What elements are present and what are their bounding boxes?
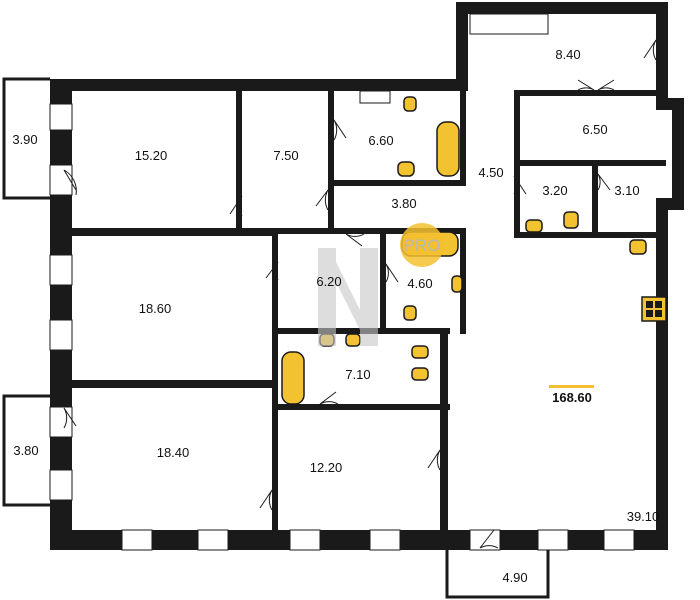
sink-icon: [397, 161, 415, 177]
pro-badge-text: PRO: [404, 236, 441, 255]
total-area-underline: [549, 385, 594, 388]
toilet-icon: [403, 96, 417, 112]
total-area-value: 168.60: [552, 390, 592, 405]
area-room-12-20: 12.20: [310, 460, 343, 475]
window: [469, 13, 549, 35]
bathtub-icon: [436, 121, 460, 177]
area-room-18-60: 18.60: [139, 301, 172, 316]
windows: [49, 13, 635, 551]
pro-badge: [400, 223, 444, 267]
area-wc-3-20: 3.20: [542, 183, 567, 198]
sink-icon: [525, 219, 543, 233]
area-balcony-bottom: 4.90: [502, 570, 527, 585]
area-corridor-4-50: 4.50: [478, 165, 503, 180]
area-room-18-40: 18.40: [157, 445, 190, 460]
window: [469, 529, 501, 551]
area-room-6-20: 6.20: [316, 274, 341, 289]
area-room-8-40: 8.40: [555, 47, 580, 62]
sink-icon: [629, 239, 647, 255]
sink-icon: [451, 275, 463, 293]
window: [49, 103, 73, 131]
window: [537, 529, 569, 551]
sink-icon: [345, 333, 361, 347]
window: [49, 319, 73, 351]
stove-icon: [641, 296, 667, 322]
area-bath-4-60: 4.60: [407, 276, 432, 291]
area-balcony-top-left: 3.90: [12, 132, 37, 147]
window: [49, 406, 73, 438]
total-area: 168.60: [549, 385, 594, 405]
window: [49, 469, 73, 501]
doors: [63, 39, 657, 549]
area-room-7-50: 7.50: [273, 148, 298, 163]
room-labels: 3.90 15.20 7.50 6.60 8.40 6.50 4.50 3.80…: [12, 47, 659, 585]
watermark: PRO: [318, 223, 444, 346]
balcony-outlines: [2, 77, 550, 599]
toilet-icon: [403, 305, 417, 321]
window: [49, 254, 73, 286]
area-bath-7-10: 7.10: [345, 367, 370, 382]
sink-icon: [411, 345, 429, 359]
area-wc-3-10: 3.10: [614, 183, 639, 198]
window: [197, 529, 229, 551]
area-balcony-left-bottom: 3.80: [13, 443, 38, 458]
area-hall-3-80: 3.80: [391, 196, 416, 211]
area-room-6-50: 6.50: [582, 122, 607, 137]
window: [49, 164, 73, 196]
area-living-39-10: 39.10: [627, 509, 660, 524]
window: [359, 90, 391, 104]
window: [369, 529, 401, 551]
sink-icon: [411, 367, 429, 381]
bathtub-icon: [281, 351, 305, 405]
window: [121, 529, 153, 551]
area-bath-6-60: 6.60: [368, 133, 393, 148]
toilet-icon: [563, 211, 579, 229]
window: [289, 529, 321, 551]
logo-watermark-icon: [318, 248, 378, 346]
window: [603, 529, 635, 551]
area-room-top-left: 15.20: [135, 148, 168, 163]
